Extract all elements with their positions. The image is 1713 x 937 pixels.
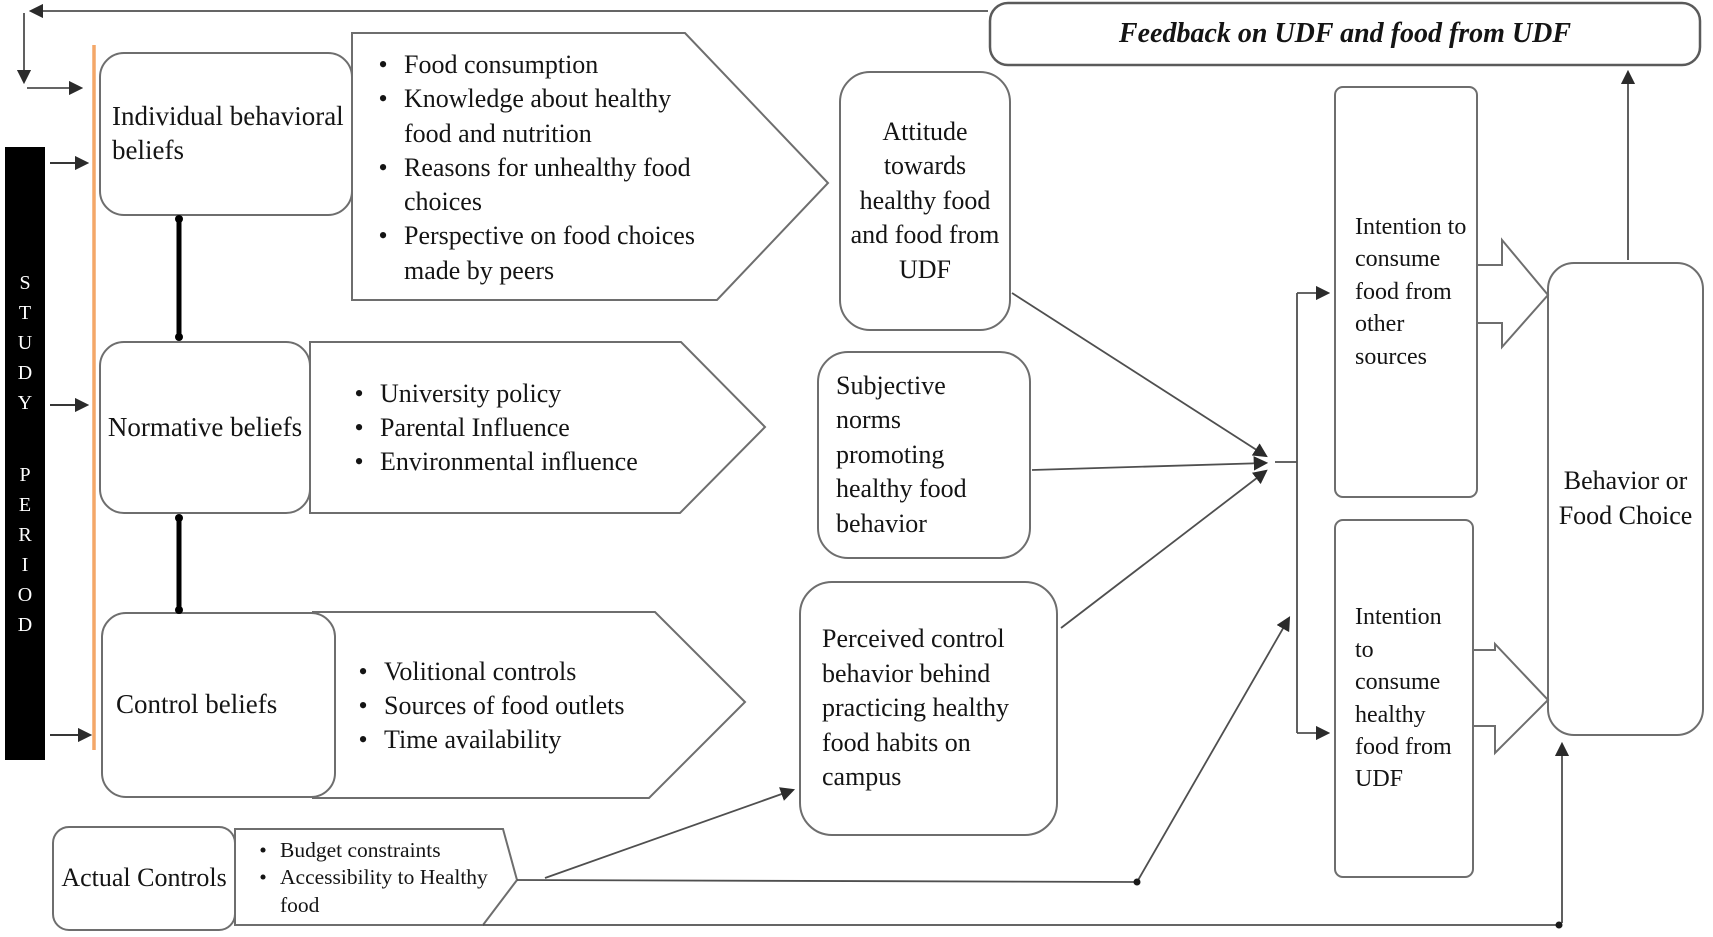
normative-beliefs-label: Normative beliefs bbox=[107, 411, 303, 442]
individual-beliefs-box-shape bbox=[99, 52, 353, 216]
bullet-icon bbox=[342, 723, 384, 757]
bullet-icon bbox=[338, 377, 380, 411]
list-item: Food consumption bbox=[362, 48, 710, 82]
feedback-banner-shape bbox=[988, 1, 1702, 67]
intention-other-label: Intention to consume food from other sou… bbox=[1355, 214, 1467, 370]
bullet-icon bbox=[246, 864, 280, 891]
list-item: Knowledge about healthy food and nutriti… bbox=[362, 82, 710, 151]
bullet-text: Food consumption bbox=[404, 49, 599, 79]
bullet-icon bbox=[362, 219, 404, 253]
bullet-text: Perspective on food choices made by peer… bbox=[404, 221, 695, 285]
bullet-text: Time availability bbox=[384, 725, 562, 755]
list-item: Time availability bbox=[342, 723, 644, 757]
control-details-list: Volitional controls Sources of food outl… bbox=[342, 620, 644, 792]
bullet-icon bbox=[362, 48, 404, 82]
list-item: Sources of food outlets bbox=[342, 689, 644, 723]
behavior-choice-label: Behavior or Food Choice bbox=[1558, 466, 1693, 530]
line-joint-dot bbox=[1555, 921, 1563, 929]
control-beliefs-label: Control beliefs bbox=[116, 689, 278, 720]
attitude-to-junction bbox=[1011, 292, 1268, 458]
bullet-icon bbox=[246, 837, 280, 864]
bullet-text: Budget constraints bbox=[280, 838, 441, 863]
behavior-box-shape bbox=[1547, 262, 1704, 736]
connector-dot bbox=[175, 514, 183, 522]
actual-controls-box-shape bbox=[52, 826, 236, 931]
list-item: Reasons for unhealthy food choices bbox=[362, 151, 710, 220]
list-item: Environmental influence bbox=[338, 445, 643, 479]
list-item: University policy bbox=[338, 377, 643, 411]
control-beliefs-box-shape bbox=[101, 612, 336, 798]
bullet-icon bbox=[342, 689, 384, 723]
normative-details-list: University policy Parental Influence Env… bbox=[338, 352, 643, 504]
actual-to-bracket bbox=[1136, 616, 1291, 883]
feedback-loop-lines bbox=[16, 3, 1636, 260]
perceived-to-junction bbox=[1060, 469, 1268, 629]
bullet-text: University policy bbox=[380, 378, 562, 408]
list-item: Accessibility to Healthy food bbox=[246, 864, 502, 918]
subjective-norms-label: Subjective norms promoting healthy food … bbox=[836, 370, 967, 538]
normative-beliefs-box-shape bbox=[99, 341, 311, 514]
list-item: Volitional controls bbox=[342, 655, 644, 689]
individual-details-chevron-shape bbox=[351, 32, 830, 301]
actual-horizontal-line bbox=[516, 879, 1138, 883]
feedback-banner-label: Feedback on UDF and food from UDF bbox=[1118, 18, 1572, 49]
actual-controls-label: Actual Controls bbox=[61, 863, 227, 893]
study-period-word-study: STUDY bbox=[17, 271, 33, 414]
bullet-text: Parental Influence bbox=[380, 412, 570, 442]
bullet-text: Sources of food outlets bbox=[384, 690, 625, 720]
subjective-to-junction bbox=[1031, 456, 1269, 471]
connector-dot bbox=[175, 215, 183, 223]
individual-details-list: Food consumption Knowledge about healthy… bbox=[362, 40, 710, 296]
bullet-icon bbox=[362, 151, 404, 185]
list-item: Budget constraints bbox=[246, 837, 502, 864]
bullet-text: Knowledge about healthy food and nutriti… bbox=[404, 84, 672, 148]
actual-controls-lines bbox=[483, 616, 1570, 926]
bullet-text: Volitional controls bbox=[384, 656, 577, 686]
connector-dot bbox=[175, 606, 183, 614]
intention-udf-label: Intention to consume healthy food from U… bbox=[1355, 604, 1452, 793]
bullet-text: Environmental influence bbox=[380, 447, 638, 477]
perceived-control-box-shape bbox=[799, 581, 1058, 836]
study-period-bar: STUDY PERIOD bbox=[5, 147, 45, 760]
attitude-box-shape bbox=[839, 71, 1011, 331]
bullet-icon bbox=[362, 82, 404, 116]
individual-beliefs-label: Individual behavioral beliefs bbox=[112, 101, 344, 165]
connector-dot bbox=[175, 333, 183, 341]
bullet-icon bbox=[338, 411, 380, 445]
study-period-word-period: PERIOD bbox=[17, 463, 33, 636]
bullet-icon bbox=[338, 445, 380, 479]
attitude-label: Attitude towards healthy food and food f… bbox=[850, 116, 1000, 284]
subjective-norms-box-shape bbox=[817, 351, 1031, 559]
list-item: Perspective on food choices made by peer… bbox=[362, 219, 710, 288]
actual-details-list: Budget constraints Accessibility to Heal… bbox=[246, 833, 502, 923]
list-item: Parental Influence bbox=[338, 411, 643, 445]
line-joint-dot bbox=[1133, 878, 1141, 886]
bullet-icon bbox=[342, 655, 384, 689]
bullet-text: Accessibility to Healthy food bbox=[280, 865, 488, 917]
intention-udf-block-arrow bbox=[1472, 641, 1550, 756]
actual-to-perceived bbox=[544, 787, 796, 879]
perceived-control-label: Perceived control behavior behind practi… bbox=[822, 624, 1009, 792]
study-bar-arrows bbox=[50, 155, 93, 743]
intention-other-block-arrow bbox=[1476, 237, 1550, 350]
bullet-text: Reasons for unhealthy food choices bbox=[404, 152, 691, 217]
mediator-lines bbox=[1011, 285, 1331, 741]
